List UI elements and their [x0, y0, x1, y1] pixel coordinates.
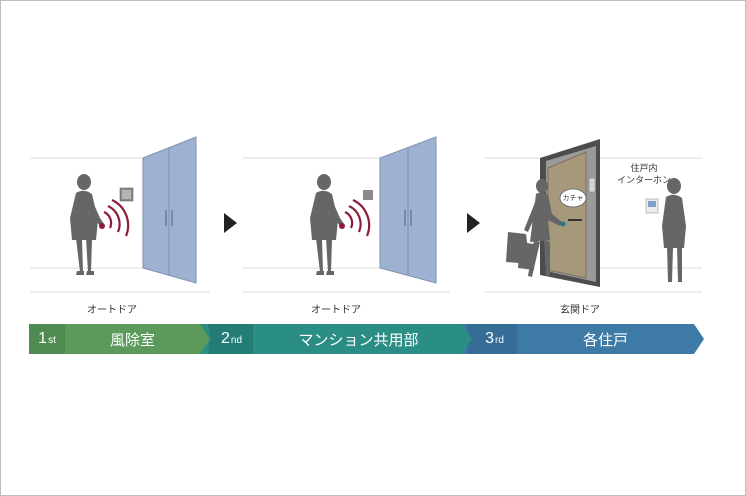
- step-2-ordinal: 2: [220, 330, 230, 347]
- scene-3: [484, 139, 702, 293]
- step-1-suffix: st: [48, 335, 56, 346]
- sensor-icon: [363, 190, 373, 200]
- signal-wave-icon: [344, 199, 371, 237]
- step-2-number-cell: [205, 324, 253, 354]
- step-3-label: 各住戸: [582, 330, 628, 349]
- step-1-label: 風除室: [109, 330, 155, 349]
- intercom-label-line2: インターホン: [616, 176, 671, 186]
- key-fob-icon: [99, 223, 105, 229]
- person-silhouette-icon: [70, 174, 104, 275]
- step-2-label: マンション共用部: [298, 330, 419, 349]
- step-1-number-cell: [29, 324, 65, 354]
- step-2-band: [200, 324, 474, 354]
- speech-bubble-icon: [559, 188, 587, 208]
- step-2-number: 2nd: [210, 324, 253, 354]
- scene-2-caption: オートドア: [311, 305, 361, 316]
- step-1-band: [29, 324, 209, 354]
- arrow-right-icon: [224, 213, 237, 233]
- step-2-suffix: nd: [230, 335, 243, 346]
- step-1-number: 1st: [29, 324, 65, 354]
- intercom-label: 住戸内 インターホン: [604, 163, 684, 187]
- scene-1: [30, 136, 210, 293]
- step-3-number-cell: [467, 324, 517, 354]
- scene-3-caption: 玄関ドア: [560, 305, 600, 316]
- step-3-band: [462, 324, 704, 354]
- speech-bubble-text: カチャ: [562, 194, 584, 202]
- step-3-ordinal: 3: [485, 330, 494, 347]
- sensor-screen: [122, 190, 131, 199]
- signal-wave-icon: [103, 199, 130, 237]
- step-3-number: 3rd: [472, 324, 517, 354]
- door-panel: [588, 177, 596, 193]
- key-icon: [560, 221, 566, 227]
- arrow-right-icon: [467, 213, 480, 233]
- intercom-screen: [648, 201, 656, 207]
- person-silhouette-icon: [662, 178, 686, 282]
- person-silhouette-icon: [310, 174, 344, 275]
- scene-2: [243, 136, 450, 293]
- person-silhouette-icon: [506, 179, 562, 277]
- step-3-suffix: rd: [495, 335, 504, 346]
- intercom-label-line1: 住戸内: [630, 164, 658, 174]
- key-fob-icon: [339, 223, 345, 229]
- step-1-ordinal: 1: [38, 330, 48, 347]
- scene-1-caption: オートドア: [87, 305, 137, 316]
